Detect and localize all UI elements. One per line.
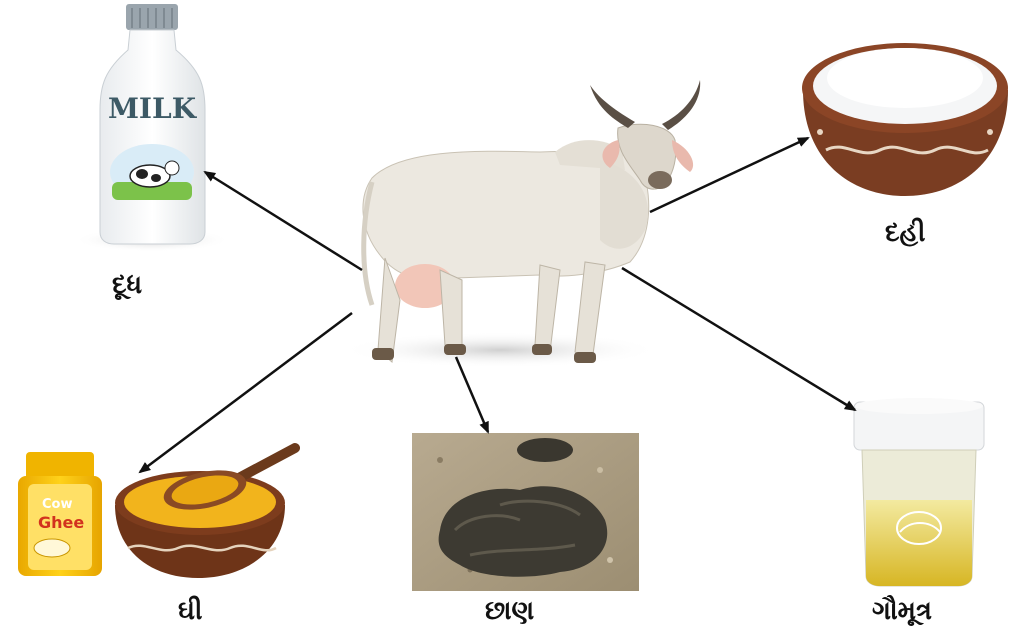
- label-ghee: ઘી: [178, 596, 202, 627]
- label-urine: ગૌમૂત્ર: [872, 596, 932, 627]
- ghee-bowl-image: [115, 448, 295, 578]
- urine-jar-image: [854, 398, 984, 586]
- milk-bottle-image: [74, 4, 230, 252]
- ghee-jar-text-1: Cow: [42, 497, 72, 512]
- arrow-to-ghee: [140, 313, 352, 472]
- arrow-to-dung: [456, 357, 488, 432]
- arrow-to-milk: [205, 172, 362, 270]
- ghee-jar-text-2: Ghee: [38, 513, 84, 532]
- curd-bowl-image: [802, 43, 1008, 196]
- milk-bottle-text: MILK: [108, 92, 198, 125]
- label-milk: દૂધ: [112, 270, 142, 301]
- dung-image: [412, 433, 639, 591]
- label-curd: દહી: [885, 218, 925, 249]
- arrow-to-urine: [622, 268, 855, 410]
- cow-image: [340, 80, 700, 368]
- label-dung: છાણ: [485, 596, 534, 627]
